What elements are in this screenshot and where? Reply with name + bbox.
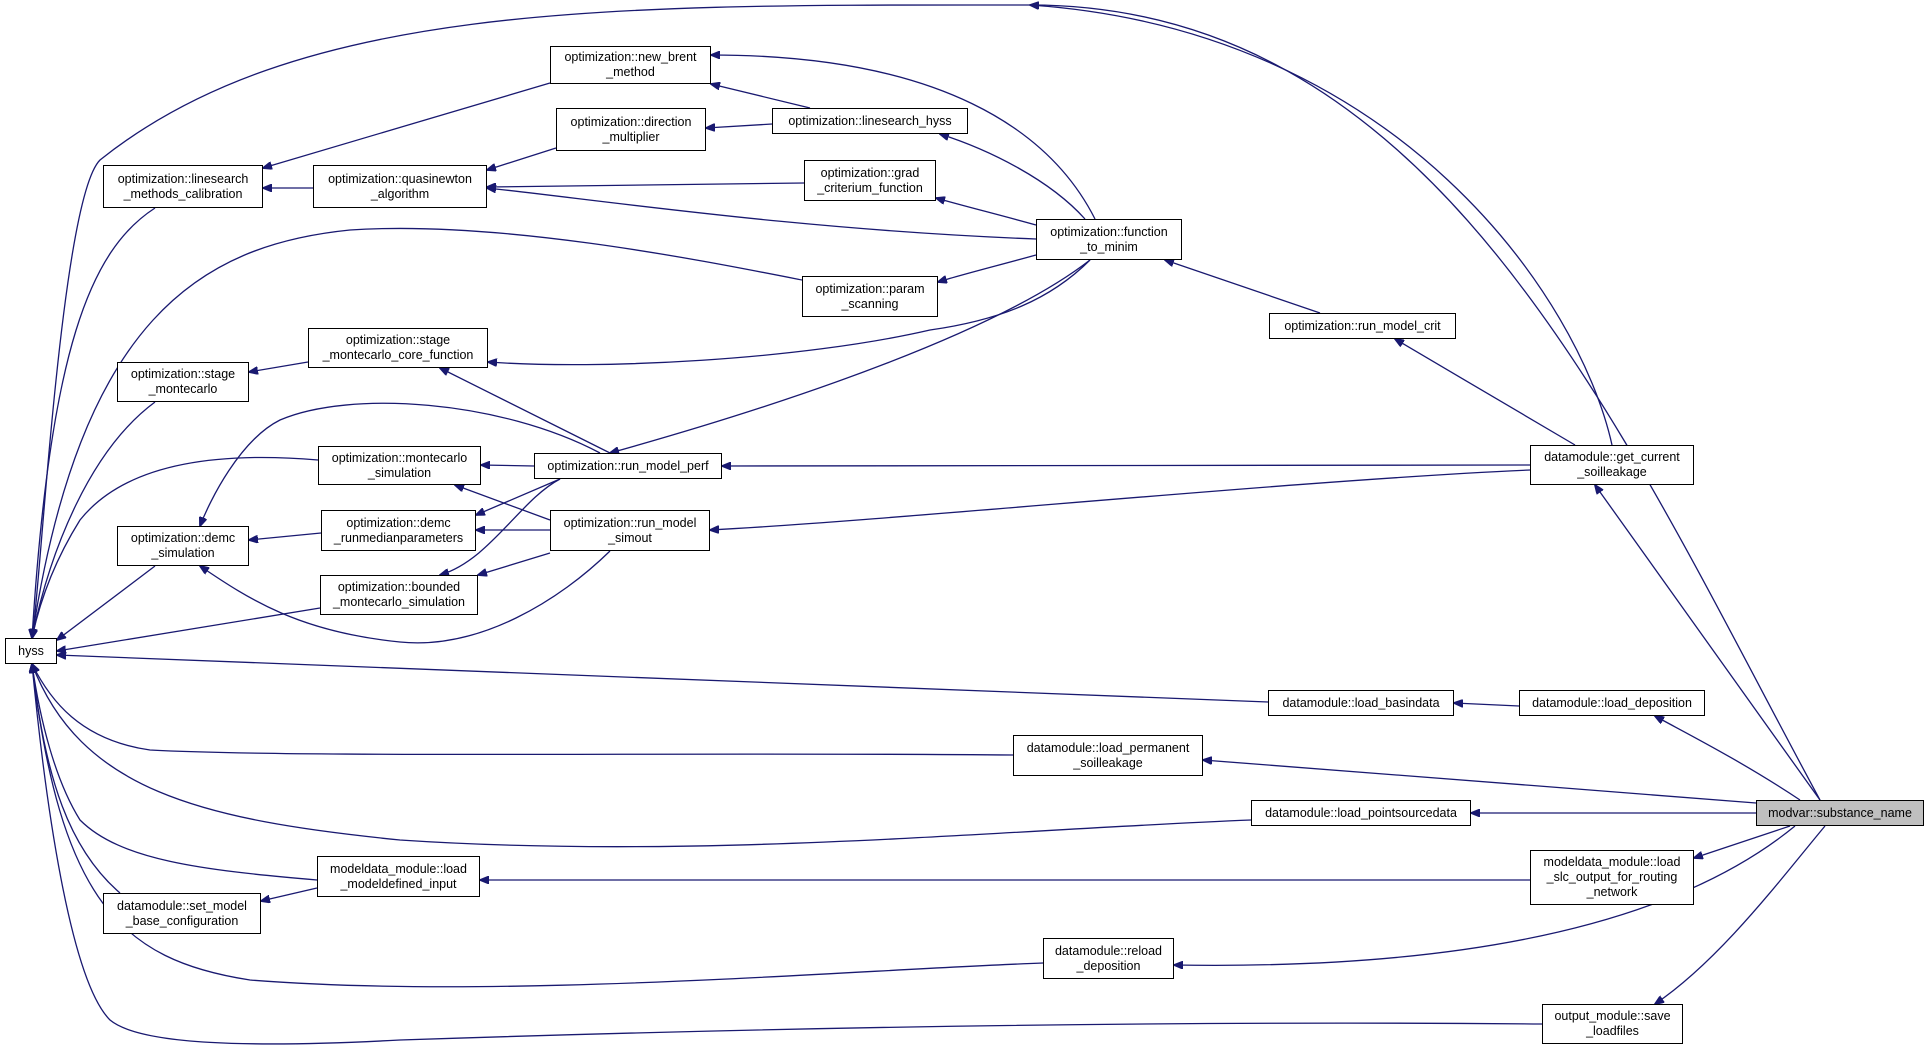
edge-param-calls-ftm (938, 254, 1037, 282)
node-load-basindata[interactable]: datamodule::load_basindata (1268, 690, 1454, 716)
node-param-scanning[interactable]: optimization::param _scanning (802, 276, 938, 317)
node-load-slc-output-for-routing-network[interactable]: modeldata_module::load _slc_output_for_r… (1530, 850, 1694, 905)
edge-stagemc-calls-smccf (249, 361, 309, 372)
node-stage-montecarlo-core-function[interactable]: optimization::stage _montecarlo_core_fun… (308, 328, 488, 368)
edge-hyss-calls-gcs (1030, 5, 1613, 446)
edge-rmperf-calls-ftm (610, 259, 1091, 453)
edge-qn-calls-dirm (487, 147, 557, 170)
node-load-pointsourcedata[interactable]: datamodule::load_pointsourcedata (1251, 800, 1471, 826)
edge-demcsim-calls-rmperf (200, 402, 601, 526)
node-bounded-montecarlo-simulation[interactable]: optimization::bounded _montecarlo_simula… (320, 575, 478, 615)
node-run-model-crit[interactable]: optimization::run_model_crit (1269, 313, 1456, 339)
edge-smbc-calls-lmdi (261, 887, 318, 901)
edge-smccf-calls-rmperf (440, 368, 611, 454)
edge-lshyss-calls-ftm (940, 134, 1086, 220)
node-demc-simulation[interactable]: optimization::demc _simulation (117, 526, 249, 566)
node-run-model-simout[interactable]: optimization::run_model _simout (550, 510, 710, 551)
edge-save-calls-substance (1655, 825, 1826, 1004)
node-hyss[interactable]: hyss (5, 638, 57, 664)
edge-lsmc-calls-brent (263, 82, 551, 168)
edge-brent-calls-lshyss (711, 84, 811, 109)
edge-ldep-calls-substance (1655, 716, 1801, 801)
edge-ftm-calls-rmcrit (1165, 260, 1321, 314)
node-linesearch-methods-calibration[interactable]: optimization::linesearch _methods_calibr… (103, 165, 263, 208)
node-grad-criterium-function[interactable]: optimization::grad _criterium_function (804, 160, 936, 201)
edge-hyss-calls-lbasin (57, 655, 1269, 703)
edge-lperm-calls-substance (1203, 760, 1757, 804)
edge-hyss-calls-save (32, 664, 1543, 1045)
node-new-brent-method[interactable]: optimization::new_brent _method (550, 46, 711, 84)
edge-hyss-calls-stagemc (32, 401, 156, 638)
node-get-current-soilleakage[interactable]: datamodule::get_current _soilleakage (1530, 445, 1694, 485)
node-stage-montecarlo[interactable]: optimization::stage _montecarlo (117, 362, 249, 402)
edge-qn-calls-grad (487, 182, 805, 187)
edge-mcsim-calls-rmsim (455, 485, 551, 521)
node-direction-multiplier[interactable]: optimization::direction _multiplier (556, 108, 706, 151)
edge-smccf-calls-ftm (488, 259, 1091, 365)
edge-rmcrit-calls-gcs (1395, 339, 1576, 446)
edge-hyss-calls-lpoint (32, 664, 1252, 848)
edge-dirm-calls-lshyss (706, 123, 773, 128)
edge-hyss-calls-substance (32, 4, 1821, 801)
edge-demcrun-calls-rmperf (476, 478, 561, 515)
node-load-deposition[interactable]: datamodule::load_deposition (1519, 690, 1705, 716)
edge-hyss-calls-lsmc (32, 207, 156, 638)
edge-hyss-calls-reldep (32, 664, 1044, 988)
node-function-to-minim[interactable]: optimization::function _to_minim (1036, 219, 1182, 260)
edge-slc-calls-substance (1694, 825, 1791, 858)
edge-grad-calls-ftm (936, 198, 1037, 226)
node-substance-name: modvar::substance_name (1756, 800, 1924, 826)
node-demc-runmedianparameters[interactable]: optimization::demc _runmedianparameters (321, 510, 476, 551)
edge-lbasin-calls-ldep (1454, 703, 1520, 706)
edge-hyss-calls-param (32, 227, 803, 638)
edge-mcsim-calls-rmperf (481, 465, 535, 466)
node-save-loadfiles[interactable]: output_module::save _loadfiles (1542, 1004, 1683, 1044)
edge-hyss-calls-mcsim (32, 456, 319, 639)
node-load-modeldefined-input[interactable]: modeldata_module::load _modeldefined_inp… (317, 856, 480, 897)
edge-hyss-calls-lperm (32, 664, 1014, 756)
edge-bmc-calls-rmperf (440, 478, 561, 575)
node-reload-deposition[interactable]: datamodule::reload _deposition (1043, 938, 1174, 979)
edge-rmsim-calls-gcs (710, 469, 1531, 530)
edge-bmc-calls-rmsim (478, 552, 551, 575)
edge-hyss-calls-lmdi (32, 664, 318, 881)
node-linesearch-hyss[interactable]: optimization::linesearch_hyss (772, 108, 968, 134)
edge-demcsim-calls-rmsim (200, 550, 611, 644)
edge-reldep-calls-substance (1174, 825, 1796, 965)
edge-brent-calls-ftm (711, 55, 1096, 220)
edge-hyss-calls-demcsim (57, 565, 156, 640)
edge-rmperf-calls-gcs (722, 465, 1531, 466)
edge-gcs-calls-substance (1595, 485, 1821, 801)
node-montecarlo-simulation[interactable]: optimization::montecarlo _simulation (318, 446, 481, 485)
node-quasinewton-algorithm[interactable]: optimization::quasinewton _algorithm (313, 165, 487, 208)
edge-qn-calls-ftm (487, 188, 1037, 240)
node-load-permanent-soilleakage[interactable]: datamodule::load_permanent _soilleakage (1013, 735, 1203, 776)
edge-demcsim-calls-demcrun (249, 532, 322, 540)
node-run-model-perf[interactable]: optimization::run_model_perf (534, 453, 722, 479)
edge-hyss-calls-bmc (57, 607, 321, 651)
node-set-model-base-configuration[interactable]: datamodule::set_model _base_configuratio… (103, 893, 261, 934)
